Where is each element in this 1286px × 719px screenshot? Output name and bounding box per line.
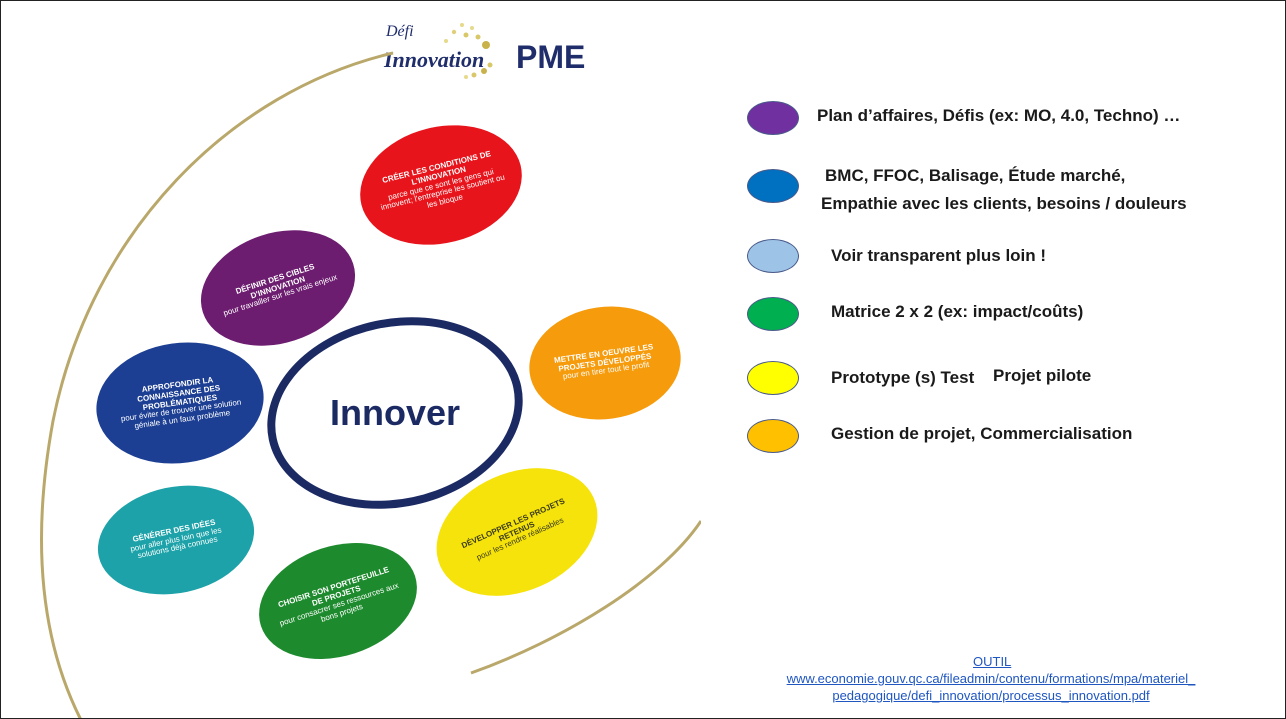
logo-pme-text: PME [516, 39, 586, 75]
legend-label: Voir transparent plus loin ! [831, 246, 1047, 265]
url-link-line1[interactable]: www.economie.gouv.qc.ca/fileadmin/conten… [786, 671, 1196, 686]
step-title: DÉVELOPPER LES PROJETS RETENUS [459, 496, 566, 550]
legend-label: Prototype (s) Test [831, 368, 975, 387]
url-link-line2[interactable]: pedagogique/defi_innovation/processus_in… [832, 688, 1150, 703]
legend-item-blue: BMC, FFOC, Balisage, Étude marché, Empat… [747, 163, 1277, 223]
legend-item-lightblue: Voir transparent plus loin ! [747, 239, 1267, 273]
light-blue-oval-icon [747, 239, 799, 273]
logo-innovation-text: Innovation [384, 47, 485, 72]
legend-item-orange: Gestion de projet, Commercialisation [747, 419, 1267, 453]
outil-link[interactable]: OUTIL [973, 654, 1012, 669]
orange-oval-icon [747, 419, 799, 453]
legend-item-yellow: Prototype (s) Test Projet pilote [747, 361, 1267, 395]
legend-label-secondary: Projet pilote [993, 366, 1092, 385]
logo-defi-text: Défi [386, 23, 414, 40]
purple-oval-icon [747, 101, 799, 135]
center-label: Innover [329, 392, 461, 433]
legend-label: Matrice 2 x 2 (ex: impact/coûts) [831, 302, 1084, 321]
defi-innovation-logo: Défi Innovation PME [384, 19, 644, 99]
legend-label: Gestion de projet, Commercialisation [831, 424, 1133, 443]
blue-oval-icon [747, 169, 799, 203]
yellow-oval-icon [747, 361, 799, 395]
palette-outline-icon [40, 51, 701, 718]
legend-label-line2: Empathie avec les clients, besoins / dou… [821, 194, 1187, 213]
legend-label: Plan d’affaires, Défis (ex: MO, 4.0, Tec… [817, 106, 1181, 125]
logo-dots-icon [444, 23, 493, 79]
legend-item-green: Matrice 2 x 2 (ex: impact/coûts) [747, 295, 1267, 331]
green-oval-icon [747, 297, 799, 331]
legend-label: BMC, FFOC, Balisage, Étude marché, [825, 166, 1126, 185]
legend-item-purple: Plan d’affaires, Défis (ex: MO, 4.0, Tec… [747, 101, 1267, 135]
